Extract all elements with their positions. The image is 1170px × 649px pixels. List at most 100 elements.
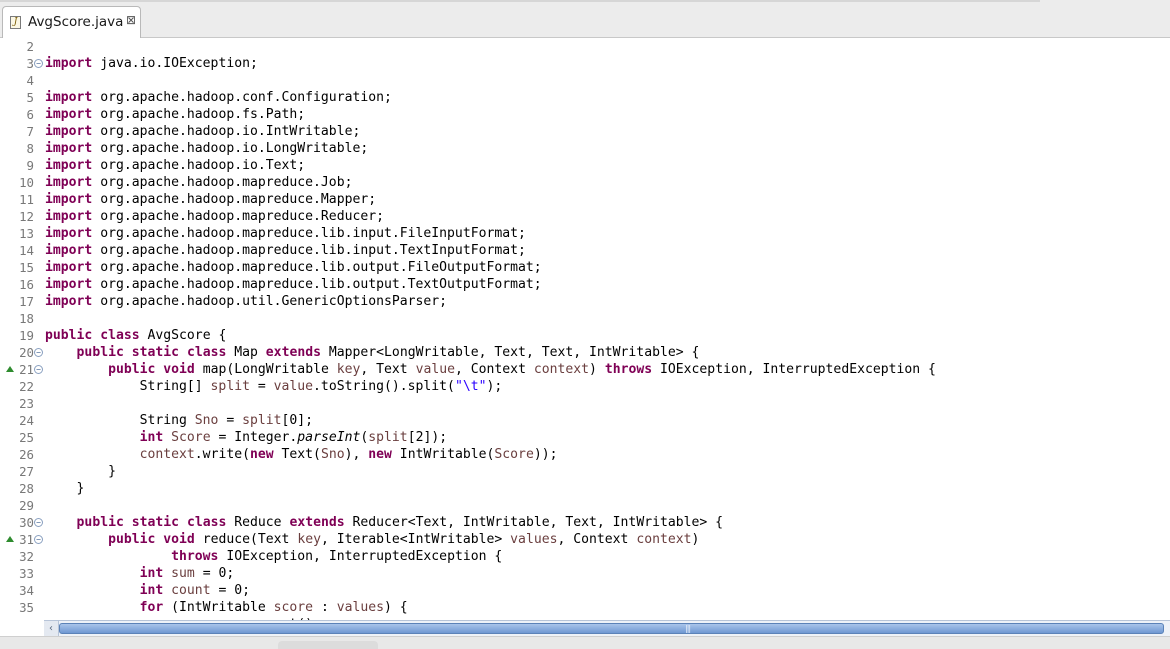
code-line[interactable]: 32 throws IOException, InterruptedExcept… (0, 548, 1170, 565)
code-text: import java.io.IOException; (45, 56, 258, 71)
line-number: 13 (19, 226, 34, 241)
code-text: import org.apache.hadoop.mapreduce.lib.o… (45, 260, 542, 275)
override-marker-icon (6, 366, 14, 372)
line-number: 28 (19, 481, 34, 496)
tab-label: AvgScore.java (28, 14, 124, 30)
fold-collapse-icon[interactable]: − (34, 518, 43, 527)
code-line[interactable]: 13 import org.apache.hadoop.mapreduce.lib… (0, 225, 1170, 242)
code-line[interactable]: 30− public static class Reduce extends R… (0, 514, 1170, 531)
code-line[interactable]: 15 import org.apache.hadoop.mapreduce.lib… (0, 259, 1170, 276)
line-number: 5 (26, 90, 34, 105)
bottom-panel-tab-edge (278, 641, 378, 649)
code-text: public void reduce(Text key, Iterable<In… (108, 532, 700, 547)
code-text: import org.apache.hadoop.io.LongWritable… (45, 141, 369, 156)
code-line[interactable]: 31− public void reduce(Text key, Iterabl… (0, 531, 1170, 548)
code-line[interactable]: 28 } (0, 480, 1170, 497)
line-number: 12 (19, 209, 34, 224)
code-text: import org.apache.hadoop.conf.Configurat… (45, 90, 392, 105)
code-line[interactable]: 33 int sum = 0; (0, 565, 1170, 582)
code-line[interactable]: 11 import org.apache.hadoop.mapreduce.Map… (0, 191, 1170, 208)
code-text: sum += score.get(); (45, 616, 321, 620)
line-number: 26 (19, 447, 34, 462)
code-text: context.write(new Text(Sno), new IntWrit… (139, 447, 558, 462)
line-number: 6 (26, 107, 34, 122)
code-text: int count = 0; (139, 583, 250, 598)
line-number: 14 (19, 243, 34, 258)
line-number: 33 (19, 566, 34, 581)
code-text: int Score = Integer.parseInt(split[2]); (139, 430, 448, 445)
code-line[interactable]: 2 (0, 38, 1170, 55)
code-line[interactable]: 24 String Sno = split[0]; (0, 412, 1170, 429)
code-line[interactable]: 29 (0, 497, 1170, 514)
code-line[interactable]: 16 import org.apache.hadoop.mapreduce.lib… (0, 276, 1170, 293)
line-number: 31 (19, 532, 34, 547)
fold-collapse-icon[interactable]: − (34, 365, 43, 374)
code-line[interactable]: 22 String[] split = value.toString().spl… (0, 378, 1170, 395)
fold-collapse-icon[interactable]: − (34, 348, 43, 357)
code-text: } (45, 464, 116, 479)
line-number: 10 (19, 175, 34, 190)
code-line[interactable]: 23 (0, 395, 1170, 412)
tab-avgscore-java[interactable]: J AvgScore.java ⊠ (2, 6, 141, 38)
code-text: import org.apache.hadoop.io.IntWritable; (45, 124, 361, 139)
code-line[interactable]: 12 import org.apache.hadoop.mapreduce.Red… (0, 208, 1170, 225)
scrollbar-thumb[interactable]: ||| (59, 623, 1164, 634)
line-number: 15 (19, 260, 34, 275)
code-line[interactable]: 35 for (IntWritable score : values) { (0, 599, 1170, 616)
line-number: 32 (19, 549, 34, 564)
line-number: 16 (19, 277, 34, 292)
bottom-panel-edge (0, 636, 1170, 649)
line-number: 4 (26, 73, 34, 88)
line-number: 7 (26, 124, 34, 139)
line-number: 29 (19, 498, 34, 513)
code-line[interactable]: 7 import org.apache.hadoop.io.IntWritable… (0, 123, 1170, 140)
code-text: import org.apache.hadoop.mapreduce.lib.i… (45, 226, 526, 241)
code-text: import org.apache.hadoop.mapreduce.lib.o… (45, 277, 542, 292)
line-number: 8 (26, 141, 34, 156)
code-line[interactable]: 8 import org.apache.hadoop.io.LongWritabl… (0, 140, 1170, 157)
tab-bar-top-border (0, 0, 1040, 2)
line-number: 34 (19, 583, 34, 598)
close-tab-icon[interactable]: ⊠ (126, 13, 137, 27)
code-text: import org.apache.hadoop.util.GenericOpt… (45, 294, 448, 309)
code-text: String Sno = split[0]; (45, 413, 314, 428)
scrollbar-grip-icon: ||| (685, 624, 691, 633)
code-text: import org.apache.hadoop.mapreduce.lib.i… (45, 243, 526, 258)
line-number: 35 (19, 600, 34, 615)
line-number: 22 (19, 379, 34, 394)
scroll-left-arrow-icon[interactable]: ‹ (44, 621, 59, 636)
line-number: 9 (26, 158, 34, 173)
code-line[interactable]: 21− public void map(LongWritable key, Te… (0, 361, 1170, 378)
code-line[interactable]: 18 (0, 310, 1170, 327)
horizontal-scrollbar[interactable]: ‹ ||| (44, 620, 1170, 636)
code-line[interactable]: 20− public static class Map extends Mapp… (0, 344, 1170, 361)
code-line[interactable]: 34 int count = 0; (0, 582, 1170, 599)
code-text: import org.apache.hadoop.mapreduce.Mappe… (45, 192, 377, 207)
line-number: 23 (19, 396, 34, 411)
line-number: 30 (19, 515, 34, 530)
java-file-icon: J (10, 16, 21, 29)
fold-collapse-icon[interactable]: − (34, 59, 43, 68)
code-text: import org.apache.hadoop.mapreduce.Reduc… (45, 209, 384, 224)
editor-tab-bar: J AvgScore.java ⊠ (0, 0, 1170, 38)
code-line[interactable]: 36 sum += score.get(); (0, 616, 1170, 620)
code-text: for (IntWritable score : values) { (139, 600, 408, 615)
code-line[interactable]: 26 context.write(new Text(Sno), new IntW… (0, 446, 1170, 463)
code-line[interactable]: 3−import java.io.IOException; (0, 55, 1170, 72)
code-text: public class AvgScore { (45, 328, 227, 343)
code-line[interactable]: 5 import org.apache.hadoop.conf.Configura… (0, 89, 1170, 106)
code-line[interactable]: 4 (0, 72, 1170, 89)
code-line[interactable]: 14 import org.apache.hadoop.mapreduce.lib… (0, 242, 1170, 259)
code-text: throws IOException, InterruptedException… (171, 549, 503, 564)
code-line[interactable]: 27 } (0, 463, 1170, 480)
fold-collapse-icon[interactable]: − (34, 535, 43, 544)
line-number: 24 (19, 413, 34, 428)
code-line[interactable]: 25 int Score = Integer.parseInt(split[2]… (0, 429, 1170, 446)
line-number: 11 (19, 192, 34, 207)
